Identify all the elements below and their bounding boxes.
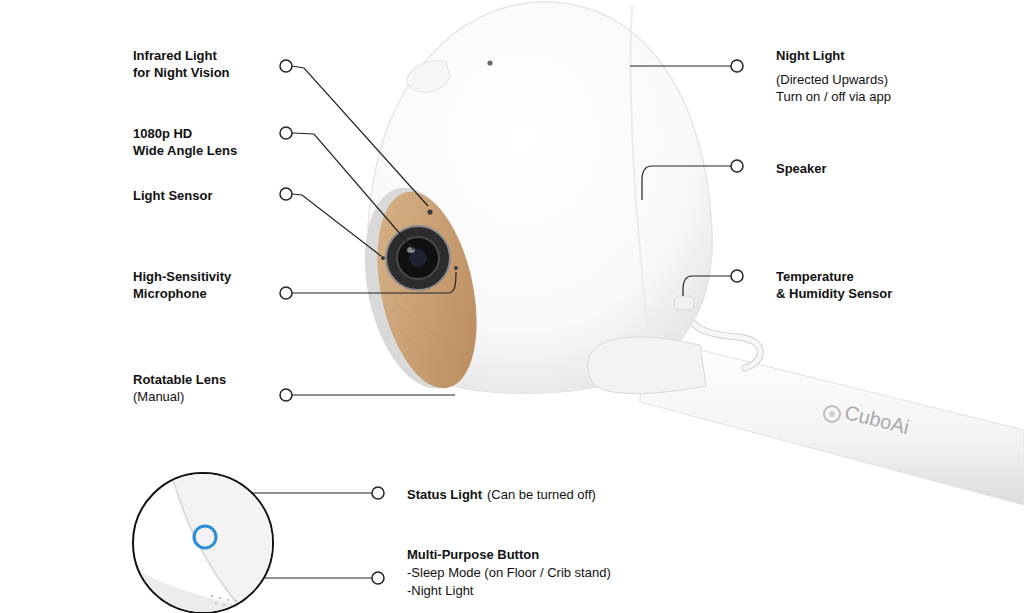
callout-label: Speaker — [776, 160, 827, 177]
callout-label: Night Light — [776, 47, 845, 64]
logo-dot — [829, 411, 835, 417]
eye-dot — [487, 60, 492, 65]
grille-dot — [227, 599, 230, 602]
leader-line — [292, 66, 428, 206]
callout-label: (Manual) — [133, 388, 184, 405]
callout-marker — [280, 60, 292, 72]
callout-label: High-Sensitivity Microphone — [133, 268, 231, 302]
callout-label: -Sleep Mode (on Floor / Crib stand) — [407, 564, 611, 581]
label-line: 1080p HD — [133, 125, 237, 142]
grille-dot — [211, 595, 214, 598]
lens — [397, 237, 439, 279]
callout-marker — [731, 270, 743, 282]
lens-housing — [386, 226, 450, 290]
label-line: Turn on / off via app — [776, 88, 891, 105]
sensor-grille — [674, 296, 694, 310]
leader-line — [630, 65, 731, 66]
wood-grain — [395, 300, 458, 372]
callout-label: -Night Light — [407, 582, 473, 599]
brand-text: CuboAi — [842, 400, 911, 439]
callout-label: Status Light — [407, 486, 482, 503]
grille-dot — [219, 597, 222, 600]
callout-marker — [731, 60, 743, 72]
leader-line — [642, 166, 731, 200]
status-light-ring — [194, 526, 216, 548]
leader-line — [292, 394, 455, 395]
body-seam — [631, 6, 652, 372]
label-line: & Humidity Sensor — [776, 285, 892, 302]
stand-clip — [588, 337, 706, 394]
label-line: Infrared Light — [133, 47, 230, 64]
label-line: Wide Angle Lens — [133, 142, 237, 159]
callout-marker — [280, 389, 292, 401]
callout-label: 1080p HD Wide Angle Lens — [133, 125, 237, 159]
callout-label: Temperature & Humidity Sensor — [776, 268, 892, 302]
microphone-dot — [454, 266, 458, 270]
callout-label: Rotatable Lens — [133, 371, 226, 388]
face-rim — [348, 177, 492, 398]
inset-device-side — [170, 470, 300, 613]
callout-label: (Directed Upwards) Turn on / off via app — [776, 71, 891, 105]
callout-marker — [280, 127, 292, 139]
grille-dot — [223, 604, 226, 607]
label-line: Microphone — [133, 285, 231, 302]
light-sensor-dot — [381, 256, 385, 260]
callout-marker — [280, 287, 292, 299]
callout-label: Light Sensor — [133, 187, 212, 204]
label-line: High-Sensitivity — [133, 268, 231, 285]
beak — [407, 61, 450, 93]
logo-mark — [824, 406, 840, 422]
callout-label: Multi-Purpose Button — [407, 546, 539, 563]
grille-dot — [235, 600, 238, 603]
callout-marker — [280, 188, 292, 200]
wood-face — [361, 183, 493, 398]
leader-line — [683, 276, 731, 296]
label-line: for Night Vision — [133, 64, 230, 81]
callout-marker — [372, 487, 384, 499]
callout-marker — [731, 160, 743, 172]
inset-device-base — [120, 560, 250, 613]
infrared-dot — [427, 209, 432, 214]
grille-dot — [231, 605, 234, 608]
callout-marker — [372, 572, 384, 584]
grille-dot — [215, 602, 218, 605]
callout-label: (Can be turned off) — [487, 486, 596, 503]
leader-line — [292, 133, 414, 250]
leader-line — [292, 194, 381, 256]
label-line: (Directed Upwards) — [776, 71, 891, 88]
callout-label: Infrared Light for Night Vision — [133, 47, 230, 81]
label-line: Temperature — [776, 268, 892, 285]
leader-line — [292, 272, 456, 293]
